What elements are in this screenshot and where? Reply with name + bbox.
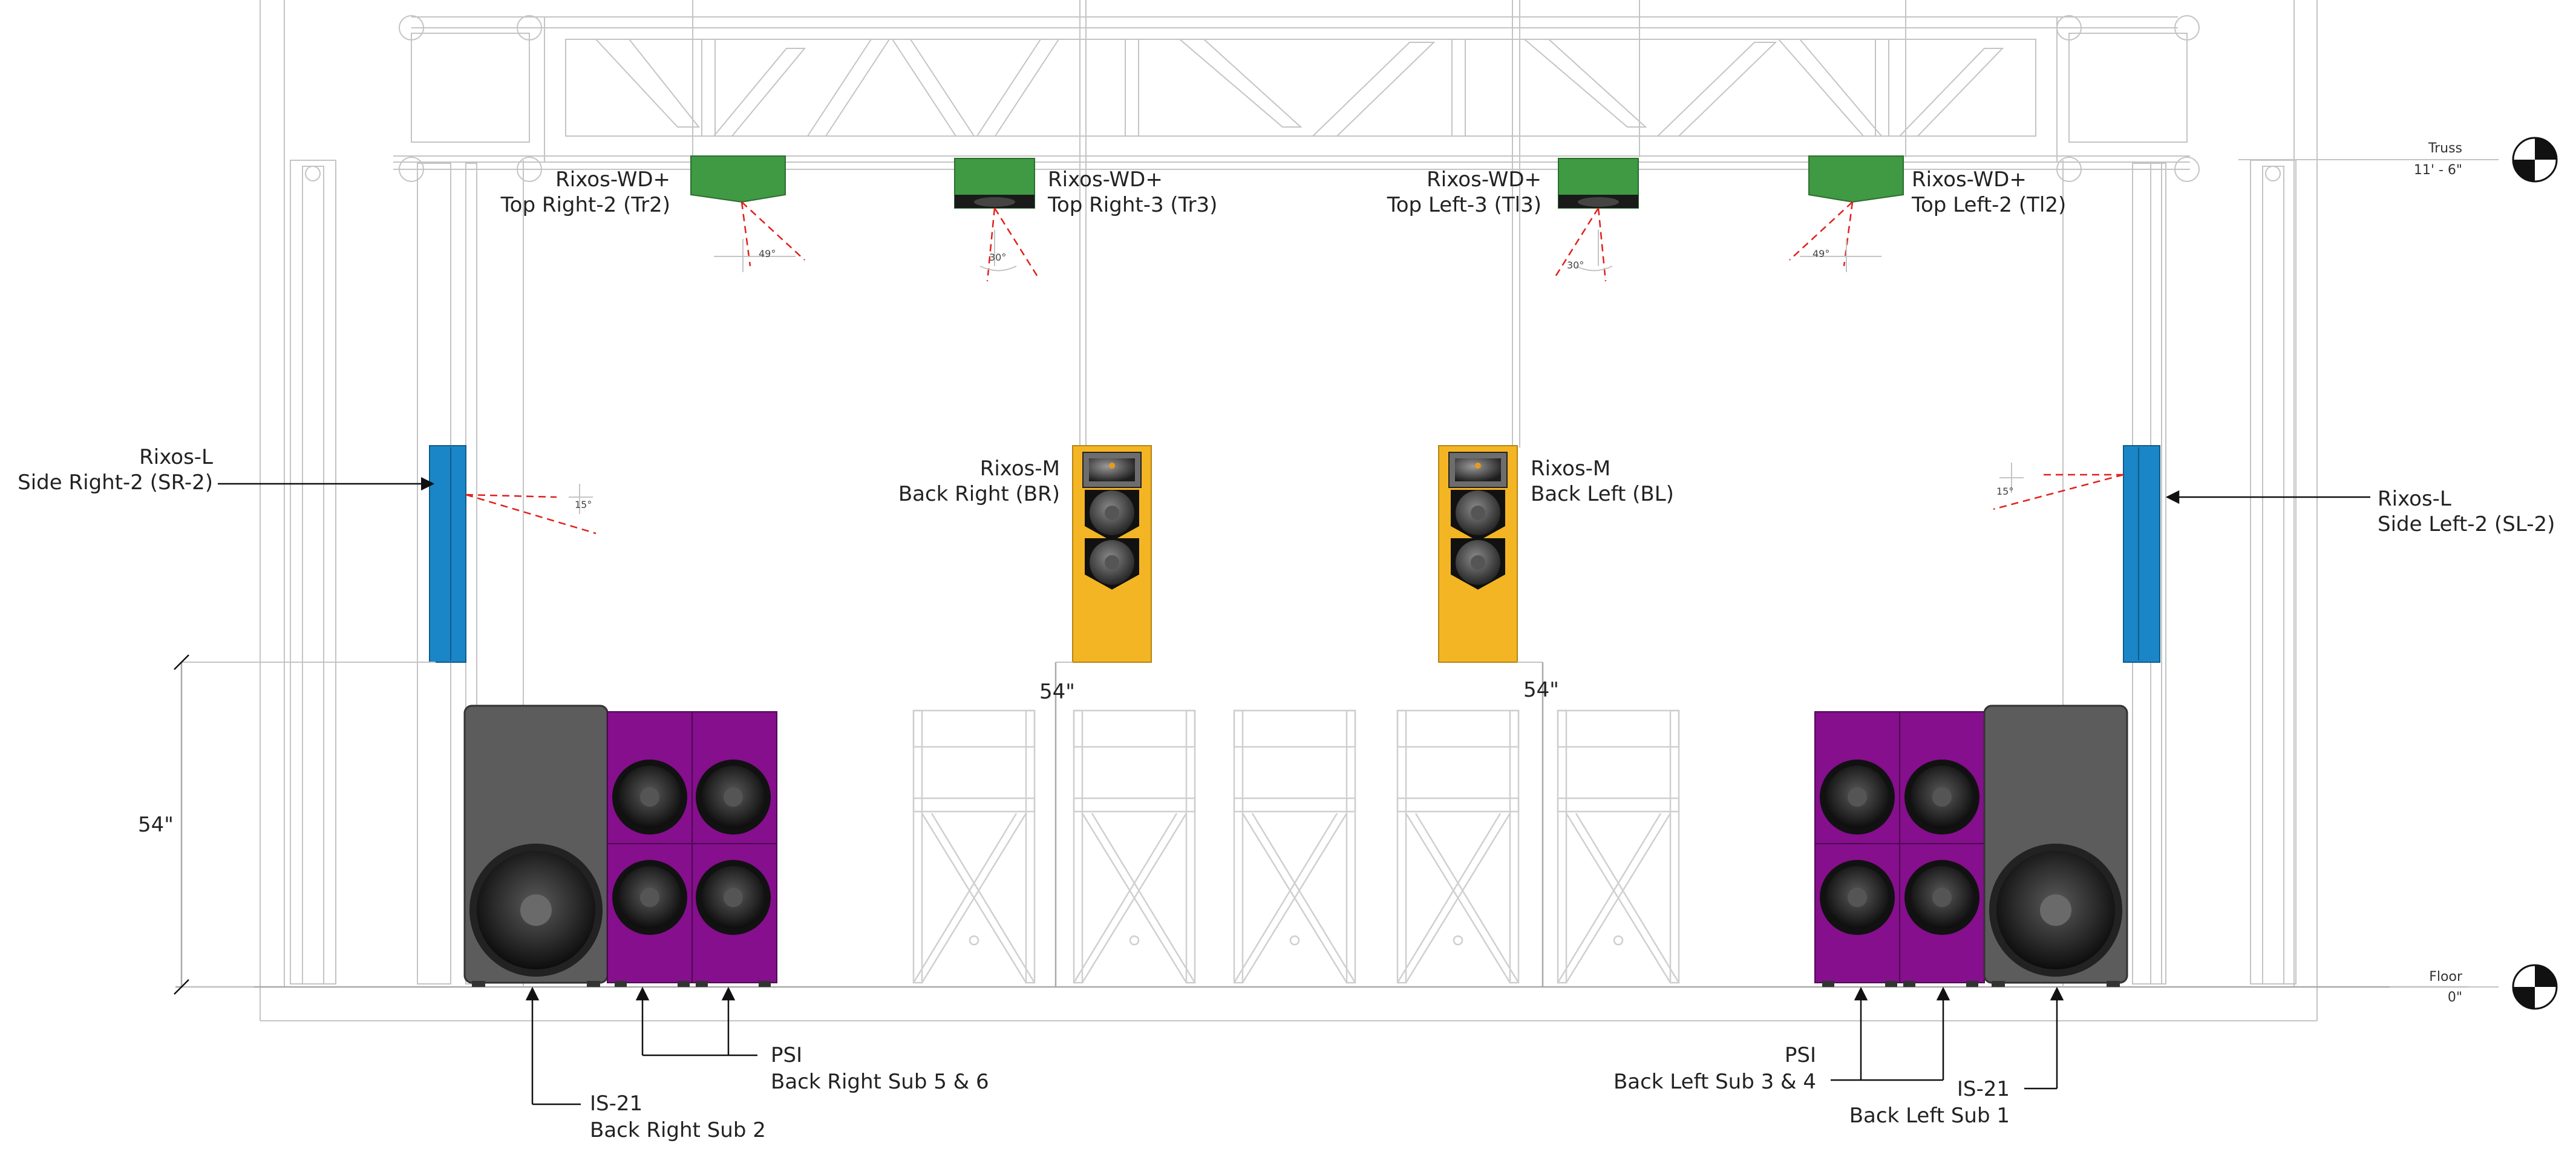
label-model-tr2: Rixos-WD+ [555, 168, 670, 192]
chair [1233, 709, 1356, 984]
label-top-right-2: Rixos-WD+ Top Right-2 (Tr2) [500, 168, 670, 217]
label-model-bl: Rixos-M [1531, 457, 1610, 481]
label-model-tl3: Rixos-WD+ [1427, 168, 1541, 192]
speaker-top-left-3: 30° [1552, 158, 1639, 282]
level-name-floor: Floor [2429, 969, 2463, 985]
aim-angle-tl2: 49° [1813, 248, 1829, 259]
label-name-bl: Back Left (BL) [1531, 482, 1674, 506]
speaker-top-left-2: 49° [1789, 155, 1904, 272]
label-model-sl2: Rixos-L [2378, 487, 2451, 511]
dimension-label-bl-height: 54" [1523, 678, 1559, 702]
dimension-bl-height: 54" [1517, 662, 1559, 987]
label-name-tr3: Top Right-3 (Tr3) [1047, 193, 1217, 217]
dimension-br-height: 54" [1039, 662, 1075, 987]
label-model-tr3: Rixos-WD+ [1048, 168, 1163, 192]
label-model-sub-left-psi: PSI [1785, 1043, 1816, 1067]
truss [393, 15, 2200, 182]
dimension-label-br-height: 54" [1039, 680, 1075, 704]
label-name-tr2: Top Right-2 (Tr2) [500, 193, 670, 217]
aim-angle-tr2: 49° [759, 248, 776, 259]
label-model-sub-right-is21: IS-21 [590, 1092, 642, 1116]
label-side-right-2: Rixos-L Side Right-2 (SR-2) [18, 445, 435, 495]
room-outline [175, 0, 2468, 1021]
label-side-left-2: Rixos-L Side Left-2 (SL-2) [2165, 487, 2555, 536]
label-name-sr2: Side Right-2 (SR-2) [18, 470, 213, 495]
level-value-floor: 0" [2448, 990, 2462, 1005]
seating-chairs [912, 709, 1680, 984]
label-name-sub-right-is21: Back Right Sub 2 [590, 1118, 766, 1142]
level-marker-floor: Floor 0" [2390, 964, 2558, 1010]
label-name-sub-left-is21: Back Left Sub 1 [1849, 1104, 2010, 1128]
label-top-left-2: Rixos-WD+ Top Left-2 (Tl2) [1911, 168, 2066, 217]
label-name-br: Back Right (BR) [898, 482, 1060, 506]
sub-psi-right [607, 711, 777, 987]
chair [1557, 709, 1680, 984]
label-top-left-3: Rixos-WD+ Top Left-3 (Tl3) [1387, 168, 1541, 217]
callout-back-right-sub-2: IS-21 Back Right Sub 2 [525, 986, 766, 1142]
label-model-sub-right-psi: PSI [771, 1043, 802, 1067]
label-name-sl2: Side Left-2 (SL-2) [2378, 512, 2555, 536]
label-name-sub-left-psi: Back Left Sub 3 & 4 [1613, 1070, 1816, 1094]
dimension-sub-height: 54" [138, 654, 436, 995]
speaker-top-right-2: 49° [690, 155, 805, 272]
label-name-tl3: Top Left-3 (Tl3) [1387, 193, 1541, 217]
label-back-left: Rixos-M Back Left (BL) [1531, 457, 1674, 506]
label-top-right-3: Rixos-WD+ Top Right-3 (Tr3) [1047, 168, 1217, 217]
speaker-back-right [1072, 445, 1152, 663]
level-name-truss: Truss [2428, 141, 2462, 156]
speaker-side-left-2: 15° [1993, 445, 2160, 663]
sub-is21-right [463, 705, 609, 987]
aim-angle-sr2: 15° [575, 499, 592, 510]
label-model-br: Rixos-M [980, 457, 1060, 481]
chair [912, 709, 1036, 984]
chair [1396, 709, 1520, 984]
level-value-truss: 11' - 6" [2414, 163, 2462, 178]
speaker-side-right-2: 15° [429, 445, 597, 663]
aim-angle-tr3: 30° [989, 252, 1006, 263]
label-name-sub-right-psi: Back Right Sub 5 & 6 [771, 1070, 989, 1094]
chair [1073, 709, 1196, 984]
aim-angle-tl3: 30° [1567, 259, 1584, 271]
label-name-tl2: Top Left-2 (Tl2) [1911, 193, 2066, 217]
label-back-right: Rixos-M Back Right (BR) [898, 457, 1060, 506]
callout-back-left-sub-1: IS-21 Back Left Sub 1 [1849, 986, 2064, 1128]
callout-back-left-sub-3-4: PSI Back Left Sub 3 & 4 [1613, 986, 1950, 1094]
label-model-sub-left-is21: IS-21 [1957, 1077, 2010, 1101]
label-model-sr2: Rixos-L [139, 445, 213, 469]
sub-is21-left [1983, 705, 2128, 987]
speaker-top-right-3: 30° [954, 158, 1041, 282]
dimension-label-sub-height: 54" [138, 813, 174, 837]
callout-back-right-sub-5-6: PSI Back Right Sub 5 & 6 [635, 986, 989, 1094]
aim-angle-sl2: 15° [1996, 486, 2013, 497]
label-model-tl2: Rixos-WD+ [1912, 168, 2027, 192]
level-marker-truss: Truss 11' - 6" [2238, 137, 2558, 183]
speaker-back-left [1438, 445, 1518, 663]
sub-psi-left [1814, 711, 1985, 987]
